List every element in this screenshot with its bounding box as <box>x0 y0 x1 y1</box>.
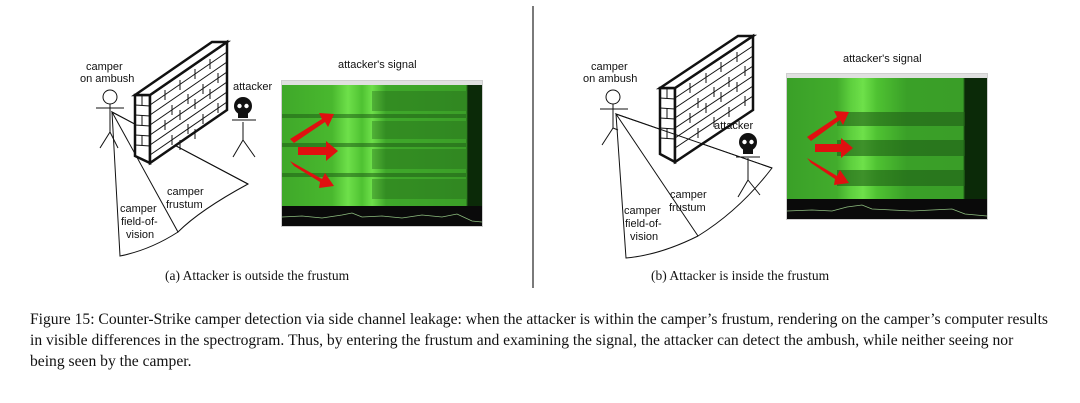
brick-wall-icon <box>655 33 758 165</box>
subfigure-b: camper on ambush attacker camper frustum… <box>540 0 1080 295</box>
brick-wall-icon <box>130 39 232 166</box>
fov-label-line1: camper <box>120 203 157 215</box>
frustum-label-line1: camper <box>167 186 204 198</box>
subfigure-a: camper on ambush attacker camper frustum… <box>0 0 530 295</box>
spectrogram-image-b <box>787 74 987 219</box>
frustum-edge <box>615 113 773 169</box>
frustum-label-line2: frustum <box>166 199 203 211</box>
red-arrows <box>290 113 338 188</box>
figure-caption: Figure 15: Counter-Strike camper detecti… <box>30 311 1049 370</box>
spectrogram-a <box>281 80 483 227</box>
attacker-skull-figure-icon <box>232 97 256 158</box>
field-of-vision-shape <box>111 111 179 257</box>
camper-label-line2: on ambush <box>80 73 134 85</box>
spectrogram-title-a: attacker's signal <box>338 59 417 71</box>
camper-label-line1: camper <box>591 61 628 73</box>
fov-label-line3: vision <box>630 231 658 243</box>
fov-label-line2: field-of- <box>121 216 158 228</box>
fov-label-line1: camper <box>624 205 661 217</box>
frustum-label-line1: camper <box>670 189 707 201</box>
attacker-label: attacker <box>714 120 753 132</box>
fov-label-line3: vision <box>126 229 154 241</box>
camper-label-line2: on ambush <box>583 73 637 85</box>
attacker-label: attacker <box>233 81 272 93</box>
attacker-skull-figure-icon <box>736 133 761 198</box>
camper-stick-figure-icon <box>600 89 628 146</box>
subcaption-b: (b) Attacker is inside the frustum <box>651 268 830 283</box>
frustum-label-line2: frustum <box>669 202 706 214</box>
spectrogram-title-b: attacker's signal <box>843 53 922 65</box>
camper-diagram-a: camper on ambush attacker camper frustum… <box>80 39 272 257</box>
spectrogram-image-a <box>282 81 482 226</box>
camper-stick-figure-icon <box>96 89 124 149</box>
subcaption-a: (a) Attacker is outside the frustum <box>165 268 350 283</box>
panel-divider <box>532 6 534 288</box>
red-arrows <box>807 111 853 185</box>
camper-diagram-b: camper on ambush attacker camper frustum… <box>583 33 773 259</box>
frustum-shape <box>110 110 250 233</box>
camper-label-line1: camper <box>86 61 123 73</box>
field-of-vision-shape <box>615 113 699 259</box>
view-cones <box>614 113 773 259</box>
frustum-shape <box>614 113 773 237</box>
fov-label-line2: field-of- <box>625 218 662 230</box>
spectrogram-b <box>786 73 988 220</box>
